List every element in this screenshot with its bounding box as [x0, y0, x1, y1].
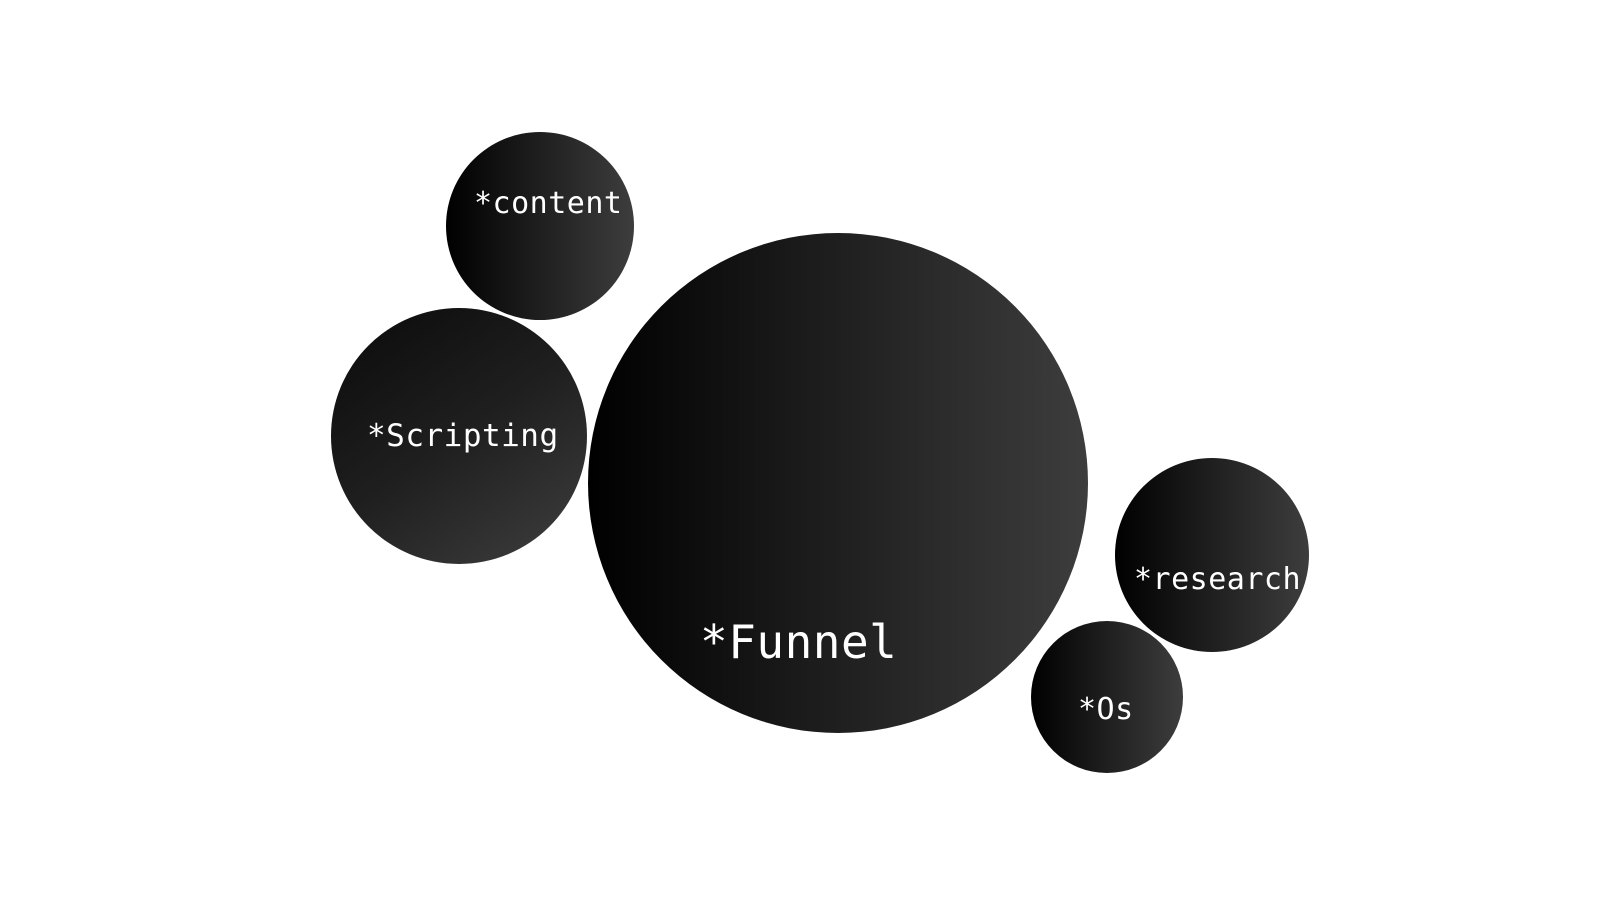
bubble-label-scripting: *Scripting	[367, 418, 559, 454]
bubble-label-research: *research	[1134, 562, 1302, 597]
bubble-research[interactable]: *research	[1115, 458, 1309, 652]
bubble-scripting[interactable]: *Scripting	[331, 308, 587, 564]
bubble-label-content: *content	[474, 186, 623, 221]
bubble-label-funnel: *Funnel	[700, 615, 898, 669]
bubble-os[interactable]: *Os	[1031, 621, 1183, 773]
bubble-content[interactable]: *content	[446, 132, 634, 320]
bubble-label-os: *Os	[1078, 692, 1134, 727]
bubble-funnel[interactable]: *Funnel	[588, 233, 1088, 733]
